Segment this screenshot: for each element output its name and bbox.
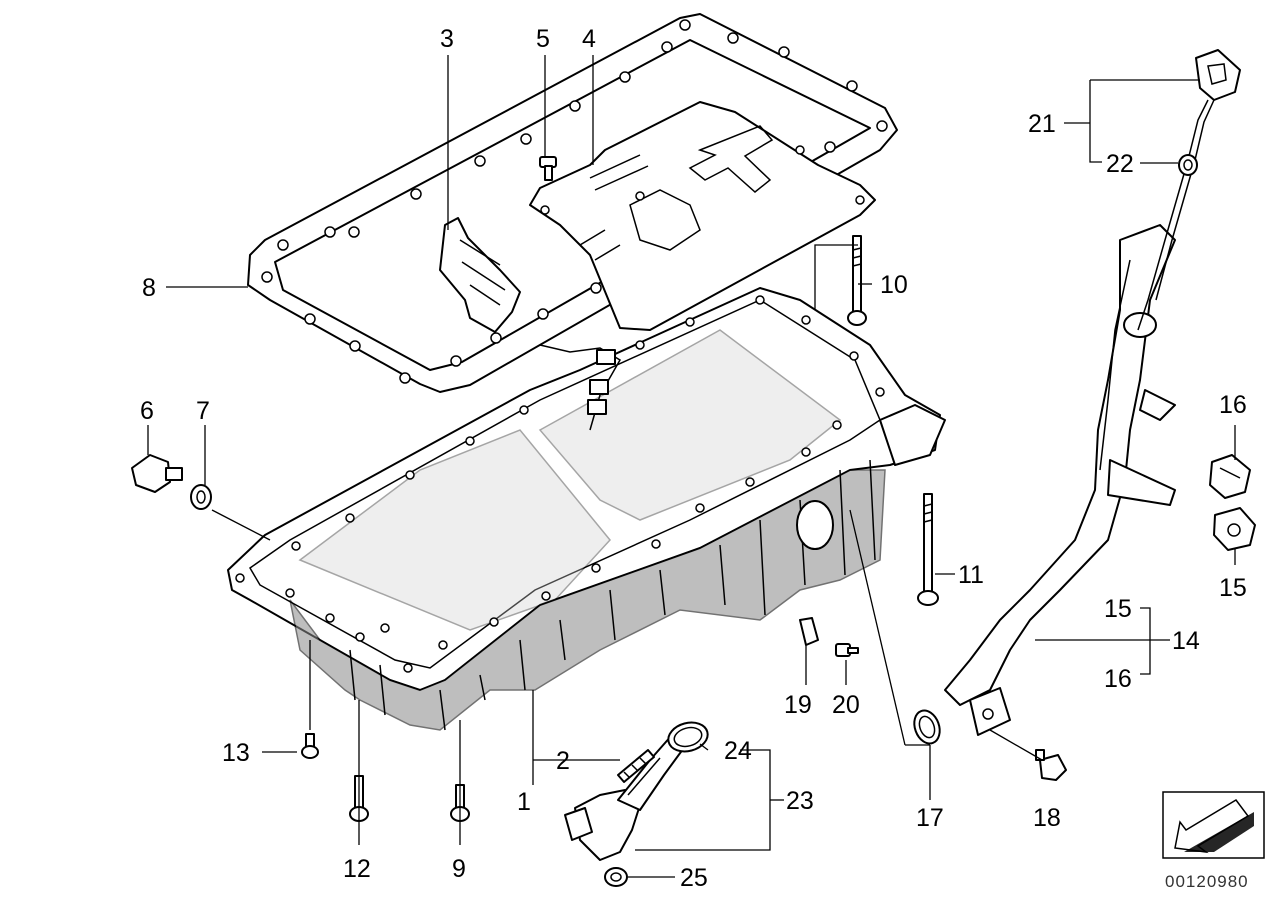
callout-12: 12 <box>343 855 371 883</box>
dipstick-guide-tube <box>944 224 1176 736</box>
holder-3 <box>439 217 521 333</box>
callout-3: 3 <box>440 25 454 53</box>
clip-19 <box>799 617 819 646</box>
callout-10: 10 <box>880 271 908 299</box>
document-number: 00120980 <box>1165 872 1249 891</box>
clip-16 <box>1209 454 1251 499</box>
washer-7 <box>190 484 212 510</box>
callout-22: 22 <box>1106 150 1134 178</box>
drain-plug-6 <box>131 454 183 493</box>
o-ring-22 <box>1178 154 1198 176</box>
bolt-10 <box>847 235 867 326</box>
callout-15-right: 15 <box>1219 574 1247 602</box>
callout-1: 1 <box>517 788 531 816</box>
callout-5: 5 <box>536 25 550 53</box>
callout-4: 4 <box>582 25 596 53</box>
callout-16-right: 16 <box>1219 391 1247 419</box>
orientation-arrow-box <box>1162 791 1265 859</box>
callout-9: 9 <box>452 855 466 883</box>
callout-18: 18 <box>1033 804 1061 832</box>
callout-7: 7 <box>196 397 210 425</box>
callout-numbers: 1 2 3 4 5 6 7 8 9 10 11 12 13 14 15 15 1… <box>140 25 1247 892</box>
callout-6: 6 <box>140 397 154 425</box>
callout-17: 17 <box>916 804 944 832</box>
oil-pan <box>227 287 946 731</box>
oil-pan-flange-holes <box>235 295 885 673</box>
bolt-13 <box>301 733 319 759</box>
screw-20 <box>835 643 859 657</box>
callout-19: 19 <box>784 691 812 719</box>
level-sensor-assembly <box>564 734 687 861</box>
leader-lines <box>147 55 1236 878</box>
callout-24: 24 <box>724 737 752 765</box>
callout-23: 23 <box>786 787 814 815</box>
callout-11: 11 <box>958 561 984 589</box>
bolt-11 <box>917 493 939 606</box>
callout-2: 2 <box>556 747 570 775</box>
baffle-plate <box>529 101 876 331</box>
o-ring-24 <box>667 721 709 753</box>
grommet-25 <box>604 867 628 887</box>
clip-15 <box>1213 507 1256 551</box>
o-ring-17 <box>913 709 941 745</box>
callout-21: 21 <box>1028 110 1056 138</box>
bolt-5 <box>539 156 557 181</box>
callout-14: 14 <box>1172 627 1200 655</box>
callout-13: 13 <box>222 739 250 767</box>
callout-15-upper: 15 <box>1104 595 1132 623</box>
dipstick <box>1137 49 1241 331</box>
callout-20: 20 <box>832 691 860 719</box>
callout-16-lower: 16 <box>1104 665 1132 693</box>
pin-2 <box>617 749 655 783</box>
callout-25: 25 <box>680 864 708 892</box>
gasket-bolt-holes <box>261 19 888 384</box>
callout-8: 8 <box>142 274 156 302</box>
screw-18 <box>1035 749 1067 781</box>
